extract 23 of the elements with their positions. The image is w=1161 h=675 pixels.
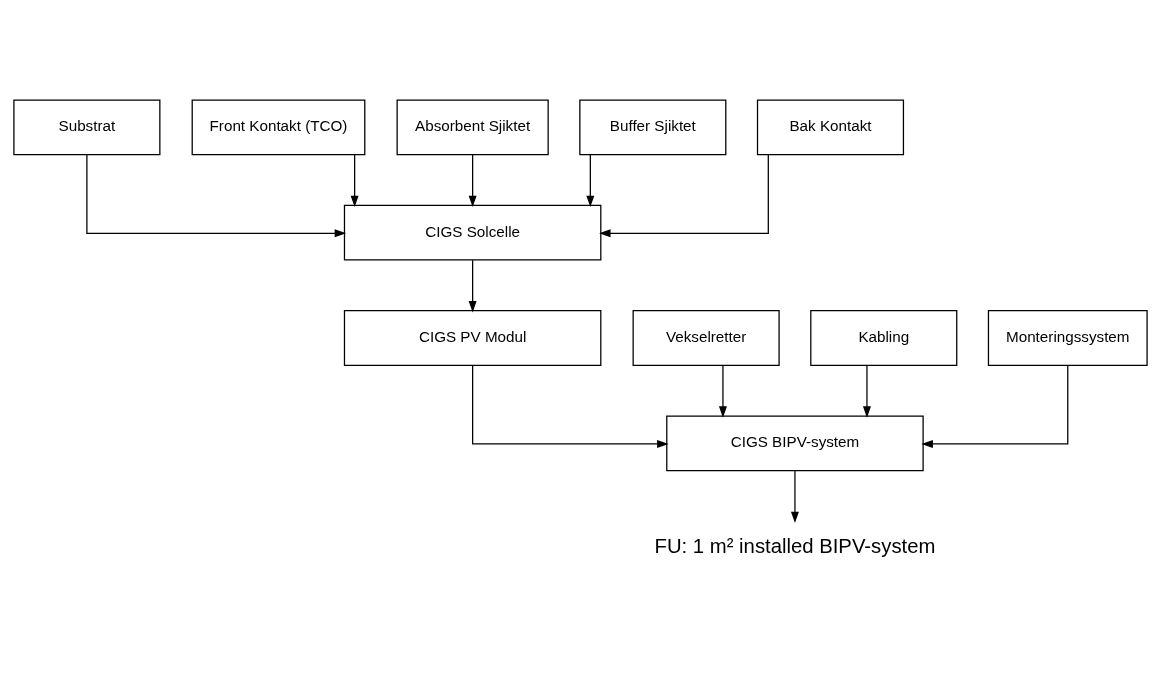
node-box: CIGS BIPV-system: [666, 414, 924, 471]
node-box: Buffer Sjiktet: [579, 98, 727, 155]
node-text: FU: 1 m² installed BIPV-system: [654, 534, 936, 557]
node-box: Kabling: [810, 309, 958, 366]
arrow: [718, 364, 727, 418]
arrow: [86, 153, 347, 237]
arrow: [472, 364, 669, 448]
node-box: Absorbent Sjiktet: [396, 98, 549, 155]
node-box: CIGS Solcelle: [343, 204, 602, 261]
arrow: [468, 153, 477, 207]
node-box: Monteringssystem: [987, 309, 1148, 366]
arrow: [350, 153, 359, 207]
node-box: CIGS PV Modul: [343, 309, 602, 366]
node-box: Front Kontakt (TCO): [191, 98, 366, 155]
arrow: [921, 364, 1069, 448]
arrow: [862, 364, 871, 418]
node-box: Bak Kontakt: [756, 98, 905, 155]
arrow: [790, 469, 799, 523]
arrow: [599, 153, 769, 237]
arrow: [468, 259, 477, 312]
arrow: [586, 153, 595, 207]
node-box: Substrat: [13, 98, 161, 155]
node-box: Vekselretter: [632, 309, 780, 366]
